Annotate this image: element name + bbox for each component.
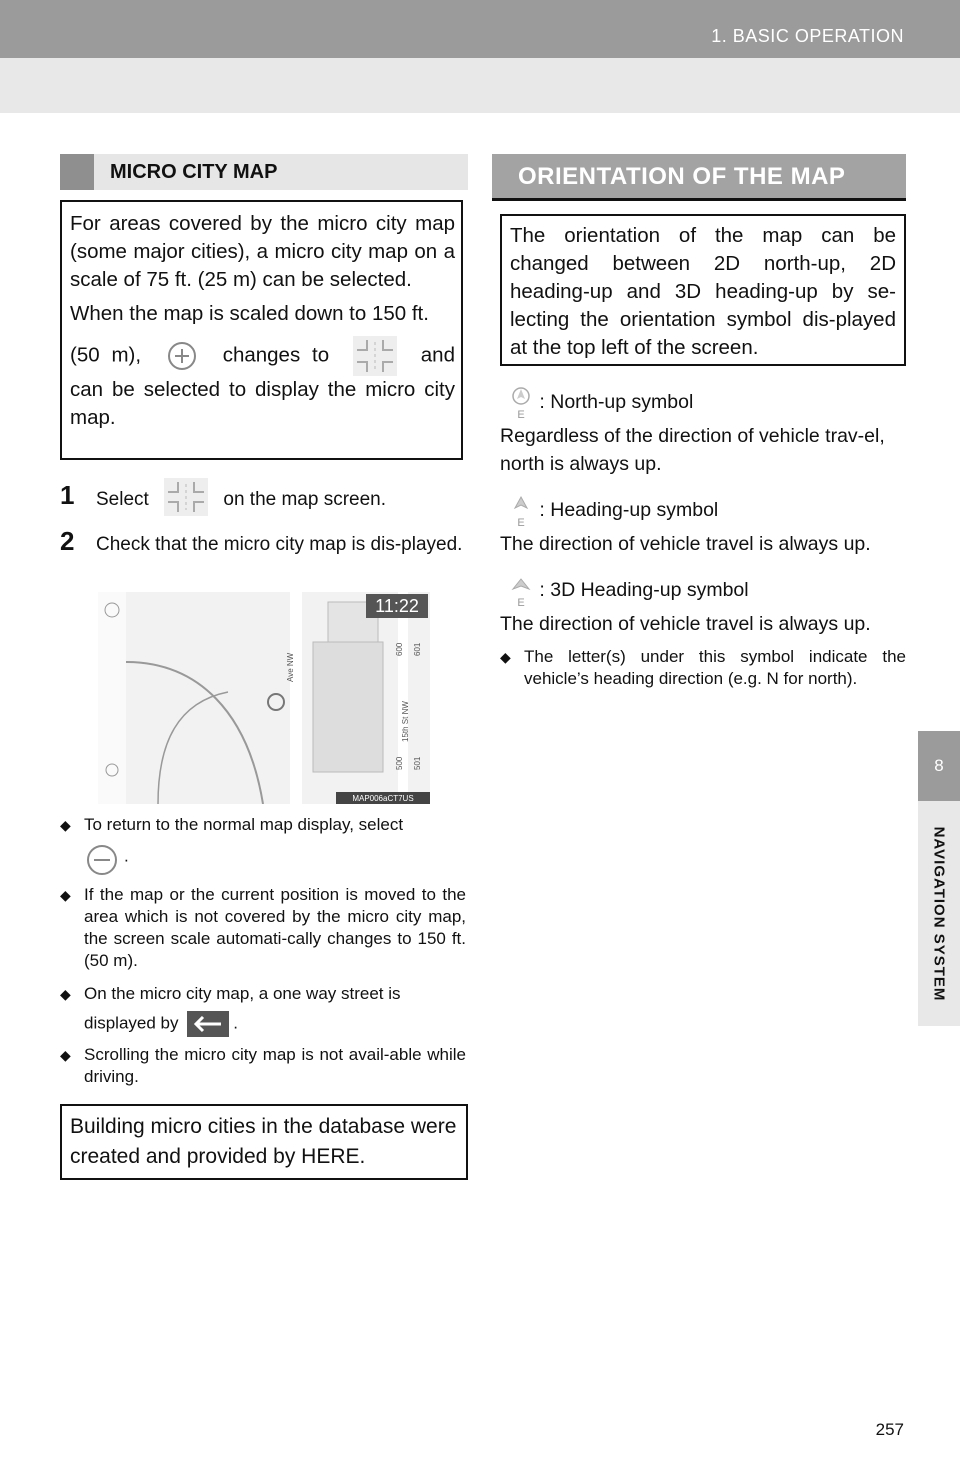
- step-number: 2: [60, 526, 75, 556]
- bullet-item-3: ◆ On the micro city map, a one way stree…: [60, 983, 466, 1037]
- map-clock: 11:22: [375, 596, 419, 616]
- step-1: 1 Select on the map screen.: [60, 478, 468, 516]
- header-band: [0, 58, 960, 113]
- step-text: Check that the micro city map is dis-pla…: [96, 534, 463, 555]
- zoom-out-icon: [87, 845, 117, 875]
- micro-city-map-icon: [164, 478, 209, 516]
- info-paragraph-2: When the map is scaled down to 150 ft. (…: [70, 300, 455, 432]
- map-street-label: 600: [395, 642, 404, 656]
- 3d-heading-up-icon: E: [511, 578, 531, 608]
- orientation-info-box: The orientation of the map can be change…: [500, 214, 906, 366]
- map-street-label: 15th St NW: [401, 701, 410, 742]
- micro-city-map-heading: MICRO CITY MAP: [60, 154, 468, 190]
- micro-city-map-icon: [352, 336, 397, 376]
- bullet-text-end: .: [233, 1013, 238, 1033]
- header-bar: [0, 0, 960, 58]
- step-2: 2 Check that the micro city map is dis-p…: [60, 526, 468, 559]
- micro-city-map-screenshot: 11:22 Ave NW 15th St NW 600 601 500 501 …: [98, 592, 430, 804]
- p2-text-d: and can be selected to display the micro…: [70, 343, 455, 429]
- bullet-text: Scrolling the micro city map is not avai…: [84, 1045, 466, 1086]
- map-caption: MAP006aCT7US: [352, 794, 413, 803]
- bullet-item-4: ◆ Scrolling the micro city map is not av…: [60, 1045, 466, 1086]
- side-label-text: NAVIGATION SYSTEM: [930, 826, 948, 1001]
- bullet-text: If the map or the current position is mo…: [84, 885, 466, 970]
- p2-text-b: (50 m),: [70, 343, 142, 367]
- north-up-label: : North-up symbol: [539, 391, 694, 414]
- bullet-text: The letter(s) under this symbol indicate…: [524, 647, 906, 688]
- 3d-heading-up-description: The direction of vehicle travel is alway…: [500, 613, 871, 635]
- map-street-label: Ave NW: [286, 652, 295, 682]
- 3d-heading-up-label: : 3D Heading-up symbol: [539, 579, 749, 602]
- bullet-item-1: ◆ To return to the normal map display, s…: [60, 814, 466, 878]
- bullet-text-b: displayed by: [84, 1013, 179, 1033]
- map-street-label: 500: [395, 756, 404, 770]
- heading-up-icon: E: [513, 495, 529, 528]
- bullet-item-2: ◆ If the map or the current position is …: [60, 885, 466, 970]
- north-up-icon: E: [512, 387, 530, 420]
- north-up-row: E : North-up symbol: [508, 386, 693, 420]
- map-street-label: 601: [413, 642, 422, 656]
- heading-text: ORIENTATION OF THE MAP: [518, 163, 846, 190]
- micro-city-info-box: For areas covered by the micro city map …: [60, 200, 463, 460]
- p2-text-a: When the map is scaled down to 150 ft.: [70, 302, 429, 325]
- here-attribution-box: Building micro cities in the database we…: [60, 1104, 468, 1180]
- step-text-a: Select: [96, 489, 149, 511]
- page-number: 257: [875, 1420, 904, 1439]
- bullet-text: On the micro city map, a one way street …: [84, 984, 401, 1003]
- heading-letter-bullet: ◆ The letter(s) under this symbol indica…: [500, 647, 906, 688]
- p2-text-c: changes to: [222, 343, 330, 367]
- chapter-tab: 8: [918, 731, 960, 801]
- north-up-description: Regardless of the direction of vehicle t…: [500, 425, 885, 475]
- orientation-heading: ORIENTATION OF THE MAP: [492, 154, 906, 201]
- zoom-in-icon: [167, 342, 196, 370]
- info-paragraph-1: For areas covered by the micro city map …: [70, 212, 455, 291]
- chapter-side-label: NAVIGATION SYSTEM: [918, 801, 960, 1026]
- step-number: 1: [60, 480, 75, 510]
- bullet-text: To return to the normal map display, sel…: [84, 815, 404, 834]
- 3d-heading-up-row: E : 3D Heading-up symbol: [508, 574, 749, 608]
- chapter-title: 1. BASIC OPERATION: [711, 26, 904, 46]
- heading-up-description: The direction of vehicle travel is alway…: [500, 533, 871, 555]
- compass-letter: E: [517, 517, 524, 528]
- one-way-arrow-icon: [187, 1011, 230, 1037]
- step-text-b: on the map screen.: [223, 489, 387, 511]
- heading-text: MICRO CITY MAP: [110, 161, 278, 183]
- compass-letter: E: [517, 597, 524, 608]
- heading-up-label: : Heading-up symbol: [539, 499, 719, 522]
- heading-up-row: E : Heading-up symbol: [508, 494, 718, 528]
- compass-letter: E: [517, 409, 524, 420]
- heading-marker: [60, 154, 94, 190]
- map-street-label: 501: [413, 756, 422, 770]
- bullet-text-end: .: [124, 846, 129, 866]
